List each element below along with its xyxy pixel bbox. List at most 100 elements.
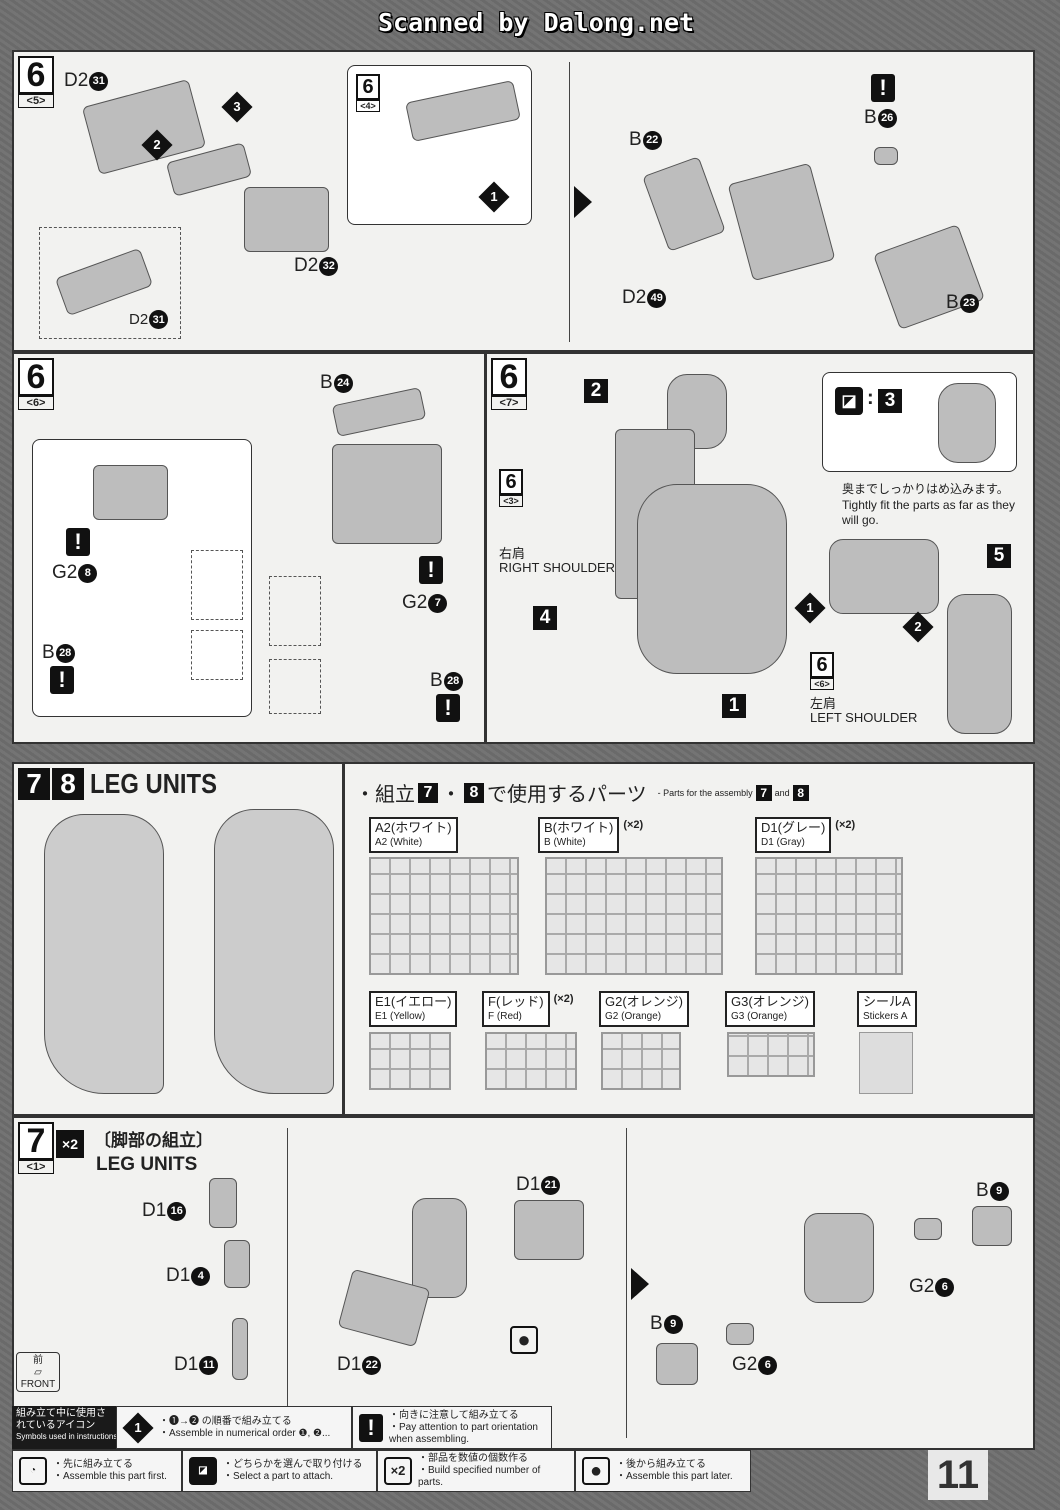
- legend-item-numbered-order: 1・❶→❷ の順番で組み立てる・Assemble in numerical or…: [116, 1406, 352, 1449]
- part-number-badge: 11: [199, 1355, 219, 1375]
- order-marker: 2: [902, 611, 934, 643]
- part-illustration: [224, 1240, 250, 1288]
- runner-a2: [369, 857, 519, 975]
- runner-e1: [369, 1032, 451, 1090]
- callout-number: 1: [722, 694, 746, 718]
- step-main: 6: [810, 652, 834, 678]
- part-illustration: [727, 162, 836, 282]
- label-text: D1: [337, 1354, 362, 1375]
- runner-label-g2: G2(オレンジ)G2 (Orange): [599, 991, 690, 1027]
- runner-label-f: F(レッド) F (Red): [482, 991, 550, 1027]
- label-text: シールA: [863, 994, 911, 1009]
- label-text: F(レッド): [488, 994, 544, 1009]
- runner-g3: [727, 1032, 815, 1077]
- runner-label-row-a2: A2(ホワイト)A2 (White): [369, 817, 458, 853]
- label-text: D2: [129, 311, 149, 328]
- legend-item-multiply: ×2・部品を数値の個数作る・Build specified number of …: [377, 1450, 575, 1492]
- part-number-badge: 23: [959, 293, 979, 313]
- label-text: ・❶→❷ の順番で組み立てる: [159, 1415, 292, 1427]
- part-number-badge: 28: [443, 671, 463, 691]
- part-illustration: [244, 187, 329, 252]
- part-illustration: [209, 1178, 237, 1228]
- step-7-badge: 7: [418, 782, 438, 803]
- runner-qty: (×2): [835, 819, 856, 831]
- front-en: FRONT: [20, 1379, 56, 1390]
- legend-item-assemble-later: ●・後から組み立てる・Assemble this part later.: [575, 1450, 751, 1492]
- label-text: ・部品を数値の個数作る: [418, 1453, 528, 1464]
- part-illustration: [642, 156, 726, 252]
- label-text: D1: [166, 1265, 191, 1286]
- label-text: D2: [294, 255, 319, 276]
- label-text: ・先に組み立てる: [53, 1459, 133, 1470]
- leg-units-panel: 7 8 LEG UNITS: [12, 762, 344, 1116]
- part-number-badge: 16: [167, 1201, 187, 1221]
- runner-b: [545, 857, 723, 975]
- legend-title-en: Symbols used in instructions: [16, 1432, 118, 1441]
- label-text: ・部品を数値の個数作る・Build specified number of pa…: [418, 1453, 568, 1489]
- separator: ・: [441, 784, 461, 806]
- exclamation-icon: !: [359, 1413, 383, 1442]
- label-text: F (Red): [488, 1011, 522, 1022]
- fit-note-en: Tightly fit the parts as far as they wil…: [842, 498, 1015, 527]
- label-text: 2: [914, 619, 922, 634]
- exclamation-icon: !: [66, 528, 90, 556]
- label-text: ・後から組み立てる・Assemble this part later.: [616, 1459, 733, 1483]
- label-text: 6<4>: [356, 74, 380, 112]
- label-text: B: [946, 292, 959, 313]
- label-text: D1: [516, 1174, 541, 1195]
- part-number-badge: 31: [89, 71, 109, 91]
- runner-label-e1: E1(イエロー)E1 (Yellow): [369, 991, 458, 1027]
- runner-d1: [755, 857, 903, 975]
- step-main: 6: [499, 469, 523, 495]
- section-title-en: LEG UNITS: [96, 1154, 198, 1175]
- step-sub: <7>: [491, 396, 527, 410]
- label-text: 6<6>: [18, 358, 54, 410]
- runner-qty: (×2): [623, 819, 644, 831]
- parts-title-post: で使用するパーツ: [487, 784, 647, 806]
- label-text: G2(オレンジ): [605, 994, 684, 1009]
- legend-item-select-part: ◪・どちらかを選んで取り付ける・Select a part to attach.: [182, 1450, 377, 1492]
- detail-inset: [191, 550, 243, 620]
- runner-label-a2: A2(ホワイト)A2 (White): [369, 817, 458, 853]
- order-marker: 1: [478, 181, 510, 213]
- runner-g2: [601, 1032, 681, 1090]
- leg-units-header: 7 8 LEG UNITS: [18, 768, 239, 800]
- detail-inset: [269, 659, 321, 714]
- label-text: B(ホワイト): [544, 820, 614, 835]
- part-number-badge: 21: [541, 1175, 561, 1195]
- callout-number: 3: [878, 389, 902, 413]
- label-text: ・向きに注意して組み立てる: [389, 1409, 519, 1421]
- parts-list-panel: ・組立 7 ・ 8 で使用するパーツ - Parts for the assem…: [343, 762, 1035, 1116]
- part-number-badge: 7: [428, 593, 448, 613]
- assemble-later-icon: ●: [510, 1326, 538, 1354]
- exclamation-icon: !: [871, 74, 895, 102]
- legend-item-orientation: !・向きに注意して組み立てる・Pay attention to part ori…: [352, 1406, 552, 1449]
- part-number-badge: 8: [78, 563, 98, 583]
- step-8-badge: 8: [464, 782, 484, 803]
- step-sub: <5>: [18, 94, 54, 108]
- part-illustration: [331, 386, 427, 438]
- label-text: A2(ホワイト): [375, 820, 452, 835]
- label-text: ・Assemble this part first.: [53, 1471, 167, 1482]
- part-number-badge: 28: [55, 643, 75, 663]
- label-text: ・❶→❷ の順番で組み立てる・Assemble in numerical ord…: [159, 1416, 330, 1440]
- label-text: D1(グレー): [761, 820, 826, 835]
- separator: :: [867, 387, 874, 409]
- left-shoulder-en: LEFT SHOULDER: [810, 710, 918, 725]
- leg-illustration-back: [214, 809, 334, 1094]
